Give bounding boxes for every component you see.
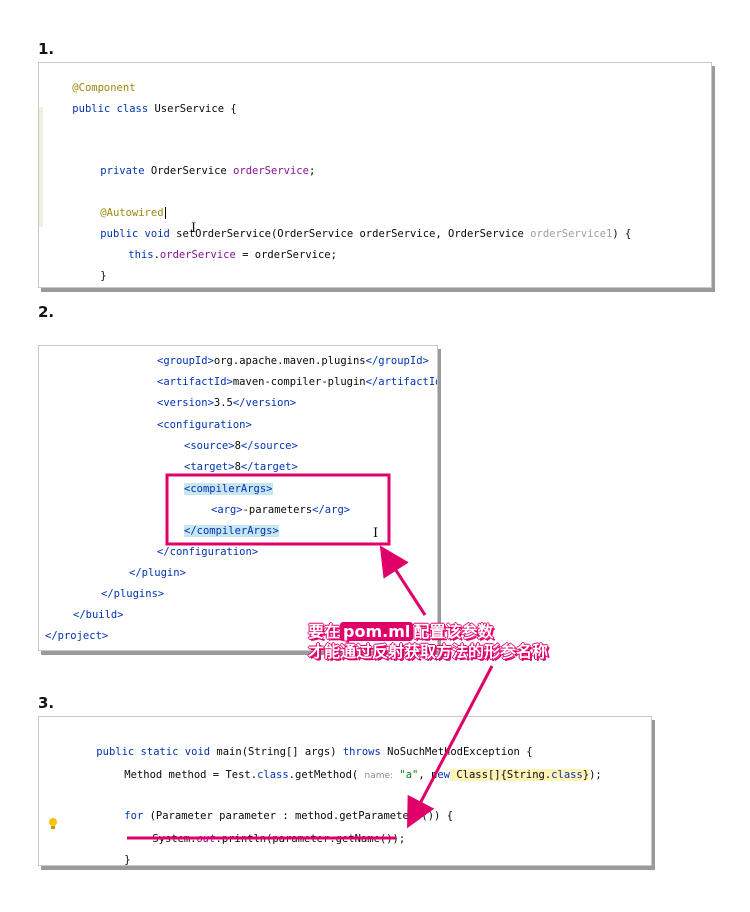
code-line: } — [124, 854, 131, 866]
code-line: <arg>-parameters</arg> — [211, 504, 351, 516]
arrow-up — [379, 545, 427, 616]
code-line: <compilerArgs> — [184, 483, 273, 495]
code-panel-pom: <groupId>org.apache.maven.plugins</group… — [38, 345, 438, 651]
code-line: </plugin> — [129, 567, 186, 579]
section-number-2: 2. — [38, 303, 55, 321]
code-line: <target>8</target> — [184, 461, 298, 473]
code-line: <version>3.5</version> — [157, 397, 297, 409]
section-number-1: 1. — [38, 40, 55, 58]
code-line: @Component — [72, 82, 136, 94]
lightbulb-icon[interactable] — [48, 817, 58, 831]
code-line: </build> — [73, 609, 124, 621]
code-line: public class UserService { — [72, 103, 237, 115]
code-line: <artifactId>maven-compiler-plugin</artif… — [157, 376, 437, 388]
code-line: for (Parameter parameter : method.getPar… — [124, 810, 454, 822]
code-line: <groupId>org.apache.maven.plugins</group… — [157, 355, 429, 367]
code-line: <configuration> — [157, 419, 252, 431]
text-cursor-icon: I — [191, 221, 197, 236]
arrow-down — [407, 665, 494, 829]
text-cursor-icon: I — [373, 526, 379, 541]
code-line: Method method = Test.class.getMethod( na… — [124, 769, 602, 781]
code-line: <source>8</source> — [184, 440, 298, 452]
code-line: public void setOrderService(OrderService… — [100, 228, 632, 240]
code-line: @Autowired — [100, 207, 166, 219]
highlight-box — [165, 473, 391, 546]
code-line: </configuration> — [157, 546, 259, 558]
code-panel-userservice: @Component public class UserService { pr… — [38, 62, 712, 288]
code-line: </plugins> — [101, 588, 165, 600]
code-line: </project> — [45, 630, 109, 642]
code-line: this.orderService = orderService; — [128, 249, 337, 261]
code-line: </compilerArgs> — [184, 525, 279, 537]
code-line: public static void main(String[] args) t… — [96, 746, 533, 758]
editor-gutter — [39, 107, 43, 227]
section-number-3: 3. — [38, 694, 55, 712]
code-line: } — [100, 270, 107, 282]
code-line: private OrderService orderService; — [100, 165, 316, 177]
